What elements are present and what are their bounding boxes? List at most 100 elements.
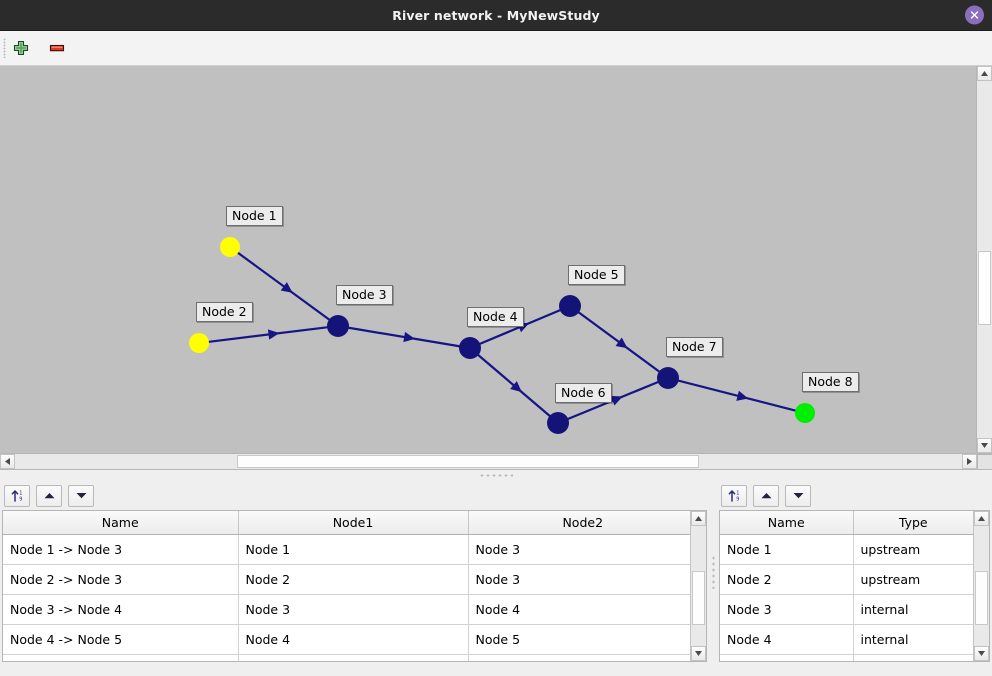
cell-node2[interactable]: Node 4 (468, 594, 690, 625)
cell-type[interactable]: upstream (853, 534, 973, 565)
graph-node-node-1[interactable] (220, 237, 240, 257)
add-node-button[interactable] (10, 37, 32, 59)
graph-node-node-3[interactable] (327, 315, 349, 337)
cell-type[interactable]: internal (853, 624, 973, 655)
node-scroll-up-button[interactable] (974, 511, 989, 526)
cell-node2[interactable]: Node 5 (468, 624, 690, 655)
graph-edge[interactable] (207, 326, 329, 343)
river-network-graph[interactable]: Node 1 Node 2 Node 3 Node 4 Node 5 Node 6 Node… (0, 66, 976, 453)
graph-node-label-node-8[interactable]: Node 8 (802, 372, 859, 392)
cell-name[interactable]: Node 4 -> Node 5 (3, 624, 239, 655)
canvas-horizontal-scrollbar[interactable] (0, 453, 992, 469)
graph-node-label-node-2[interactable]: Node 2 (196, 302, 253, 322)
cell-name[interactable]: Node 3 (720, 594, 854, 625)
scroll-left-button[interactable] (0, 454, 15, 469)
cell-type[interactable]: internal (853, 594, 973, 625)
node-vertical-scrollbar[interactable] (973, 511, 989, 661)
cell-empty[interactable] (720, 654, 854, 661)
node-vscroll-track[interactable] (974, 526, 989, 646)
branch-vscroll-thumb[interactable] (692, 571, 705, 625)
horizontal-splitter[interactable] (0, 469, 992, 481)
column-header-type[interactable]: Type (853, 511, 973, 535)
cell-node2[interactable]: Node 3 (468, 564, 690, 595)
graph-edge[interactable] (236, 251, 331, 321)
branch-table-row-empty[interactable] (3, 654, 690, 661)
graph-node-node-4[interactable] (459, 337, 481, 359)
graph-node-label-node-7[interactable]: Node 7 (666, 337, 723, 357)
branch-scroll-down-button[interactable] (691, 646, 706, 661)
graph-node-label-node-3[interactable]: Node 3 (336, 285, 393, 305)
column-header-name[interactable]: Name (3, 511, 239, 535)
canvas-vscroll-track[interactable] (977, 81, 992, 438)
branch-vscroll-track[interactable] (691, 526, 706, 646)
window-title: River network - MyNewStudy (392, 7, 600, 23)
graph-node-label-node-6[interactable]: Node 6 (555, 383, 612, 403)
cell-node1[interactable]: Node 1 (238, 534, 469, 565)
vertical-splitter[interactable] (709, 481, 717, 662)
branch-sort-button[interactable]: 1 9 (4, 484, 30, 507)
cell-name[interactable]: Node 3 -> Node 4 (3, 594, 239, 625)
cell-name[interactable]: Node 1 (720, 534, 854, 565)
cell-name[interactable]: Node 1 -> Node 3 (3, 534, 239, 565)
branch-scroll-up-button[interactable] (691, 511, 706, 526)
node-scroll-down-button[interactable] (974, 646, 989, 661)
delete-node-button[interactable] (46, 37, 68, 59)
toolbar-grip[interactable] (3, 38, 6, 58)
graph-node-label-node-5[interactable]: Node 5 (568, 265, 625, 285)
branch-vertical-scrollbar[interactable] (690, 511, 706, 661)
close-button[interactable] (965, 5, 984, 25)
scroll-down-button[interactable] (977, 438, 992, 453)
graph-edge[interactable] (677, 379, 797, 412)
cell-type[interactable]: upstream (853, 564, 973, 595)
cell-node2[interactable]: Node 3 (468, 534, 690, 565)
graph-node-node-5[interactable] (559, 295, 581, 317)
graph-node-label-node-4[interactable]: Node 4 (467, 307, 524, 327)
column-header-name[interactable]: Name (720, 511, 854, 535)
cell-name[interactable]: Node 2 (720, 564, 854, 595)
canvas-hscroll-thumb[interactable] (237, 455, 699, 468)
branch-move-up-button[interactable] (36, 484, 62, 507)
graph-node-node-7[interactable] (657, 367, 679, 389)
graph-node-label-node-1[interactable]: Node 1 (226, 206, 283, 226)
cell-name[interactable]: Node 2 -> Node 3 (3, 564, 239, 595)
graph-edge[interactable] (347, 326, 461, 348)
cell-empty[interactable] (853, 654, 973, 661)
node-move-down-button[interactable] (785, 484, 811, 507)
scroll-up-button[interactable] (977, 66, 992, 81)
cell-node1[interactable]: Node 3 (238, 594, 469, 625)
branch-move-down-button[interactable] (68, 484, 94, 507)
node-move-up-button[interactable] (753, 484, 779, 507)
graph-node-node-6[interactable] (547, 412, 569, 434)
canvas-vertical-scrollbar[interactable] (976, 66, 992, 453)
cell-empty[interactable] (468, 654, 690, 661)
graph-node-node-2[interactable] (189, 333, 209, 353)
cell-node1[interactable]: Node 4 (238, 624, 469, 655)
cell-empty[interactable] (3, 654, 239, 661)
cell-name[interactable]: Node 4 (720, 624, 854, 655)
canvas-vscroll-thumb[interactable] (978, 251, 991, 325)
node-table-row-empty[interactable] (720, 654, 973, 661)
column-header-node1[interactable]: Node1 (238, 511, 469, 535)
node-vscroll-thumb[interactable] (975, 571, 988, 625)
cell-node1[interactable]: Node 2 (238, 564, 469, 595)
graph-node-node-8[interactable] (795, 403, 815, 423)
node-sort-button[interactable]: 1 9 (721, 484, 747, 507)
canvas-hscroll-track[interactable] (15, 454, 962, 469)
column-header-node2[interactable]: Node2 (468, 511, 690, 535)
scroll-right-button[interactable] (962, 454, 977, 469)
cell-empty[interactable] (238, 654, 469, 661)
